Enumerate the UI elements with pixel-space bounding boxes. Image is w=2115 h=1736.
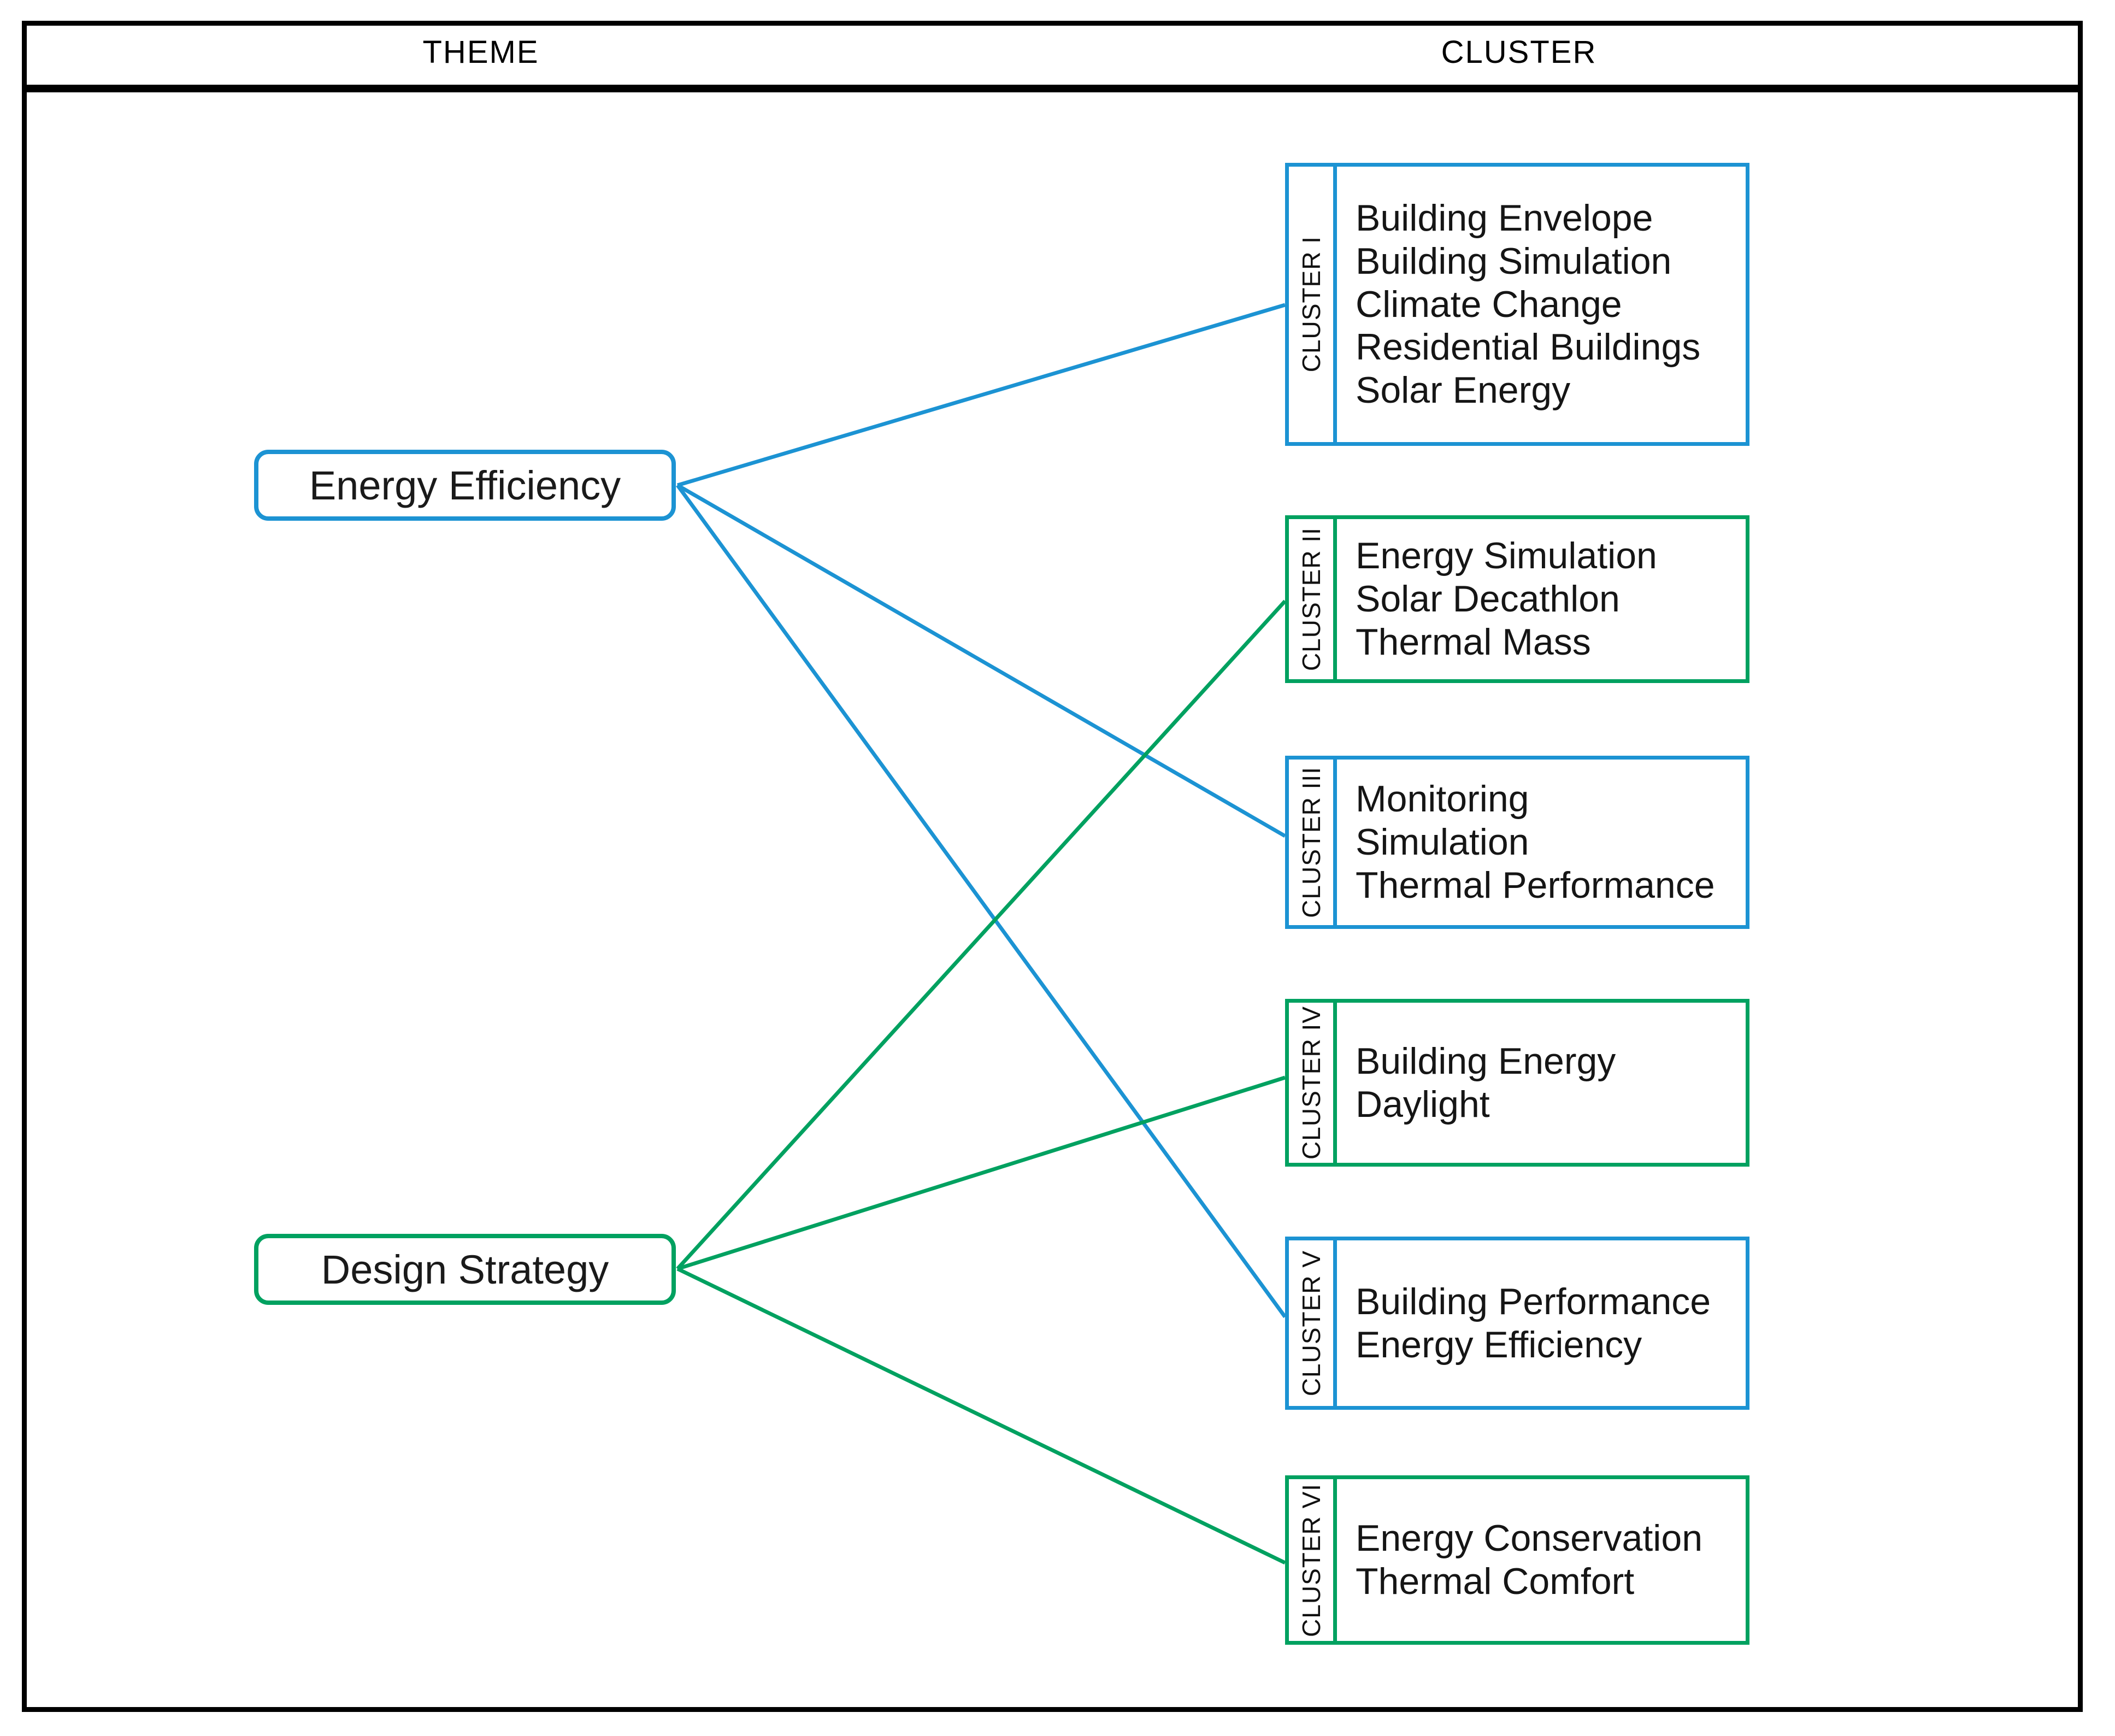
theme-energy-efficiency[interactable]: Energy Efficiency: [254, 450, 676, 521]
theme-label: Energy Efficiency: [309, 462, 621, 508]
cluster-term: Thermal Performance: [1356, 864, 1715, 906]
cluster-term-list-6: Energy Conservation Thermal Comfort: [1337, 1479, 1746, 1641]
column-header-theme: THEME: [422, 34, 539, 70]
cluster-tag-label: CLUSTER VI: [1297, 1483, 1325, 1637]
cluster-term-list-3: Monitoring Simulation Thermal Performanc…: [1337, 760, 1746, 925]
cluster-term: Thermal Mass: [1356, 621, 1591, 663]
cluster-term: Daylight: [1356, 1083, 1490, 1125]
cluster-term: Energy Conservation: [1356, 1517, 1703, 1560]
diagram-outer-frame: [22, 21, 2083, 1712]
cluster-tag-label: CLUSTER II: [1297, 527, 1325, 672]
cluster-tag-label: CLUSTER I: [1297, 236, 1325, 373]
cluster-tag-6: CLUSTER VI: [1289, 1479, 1337, 1641]
cluster-term: Energy Efficiency: [1356, 1323, 1642, 1366]
cluster-box-2[interactable]: CLUSTER II Energy Simulation Solar Decat…: [1285, 515, 1749, 683]
header-divider: [22, 85, 2083, 92]
cluster-box-4[interactable]: CLUSTER IV Building Energy Daylight: [1285, 999, 1749, 1167]
cluster-term: Building Simulation: [1356, 240, 1672, 282]
cluster-tag-3: CLUSTER III: [1289, 760, 1337, 925]
column-header-cluster: CLUSTER: [1441, 34, 1597, 70]
cluster-tag-2: CLUSTER II: [1289, 519, 1337, 679]
cluster-term: Building Envelope: [1356, 197, 1653, 239]
cluster-term-list-4: Building Energy Daylight: [1337, 1003, 1746, 1163]
cluster-box-6[interactable]: CLUSTER VI Energy Conservation Thermal C…: [1285, 1475, 1749, 1645]
cluster-term: Energy Simulation: [1356, 535, 1657, 577]
cluster-box-1[interactable]: CLUSTER I Building Envelope Building Sim…: [1285, 163, 1749, 446]
cluster-box-5[interactable]: CLUSTER V Building Performance Energy Ef…: [1285, 1237, 1749, 1410]
theme-design-strategy[interactable]: Design Strategy: [254, 1234, 676, 1305]
cluster-term: Residential Buildings: [1356, 326, 1701, 368]
cluster-term-list-5: Building Performance Energy Efficiency: [1337, 1240, 1746, 1406]
cluster-tag-4: CLUSTER IV: [1289, 1003, 1337, 1163]
cluster-term: Building Performance: [1356, 1280, 1711, 1322]
cluster-tag-label: CLUSTER IV: [1297, 1006, 1325, 1160]
cluster-box-3[interactable]: CLUSTER III Monitoring Simulation Therma…: [1285, 756, 1749, 929]
cluster-term: Solar Energy: [1356, 369, 1571, 411]
cluster-term: Simulation: [1356, 821, 1529, 863]
cluster-term: Thermal Comfort: [1356, 1561, 1635, 1602]
cluster-term: Monitoring: [1356, 778, 1529, 820]
cluster-term-list-2: Energy Simulation Solar Decathlon Therma…: [1337, 519, 1746, 679]
cluster-tag-label: CLUSTER V: [1297, 1250, 1325, 1397]
cluster-tag-label: CLUSTER III: [1297, 767, 1325, 918]
theme-label: Design Strategy: [321, 1246, 609, 1292]
cluster-term: Building Energy: [1356, 1040, 1616, 1082]
cluster-term: Solar Decathlon: [1356, 578, 1620, 620]
cluster-tag-5: CLUSTER V: [1289, 1240, 1337, 1406]
cluster-term-list-1: Building Envelope Building Simulation Cl…: [1337, 167, 1746, 442]
cluster-term: Climate Change: [1356, 283, 1622, 325]
cluster-tag-1: CLUSTER I: [1289, 167, 1337, 442]
